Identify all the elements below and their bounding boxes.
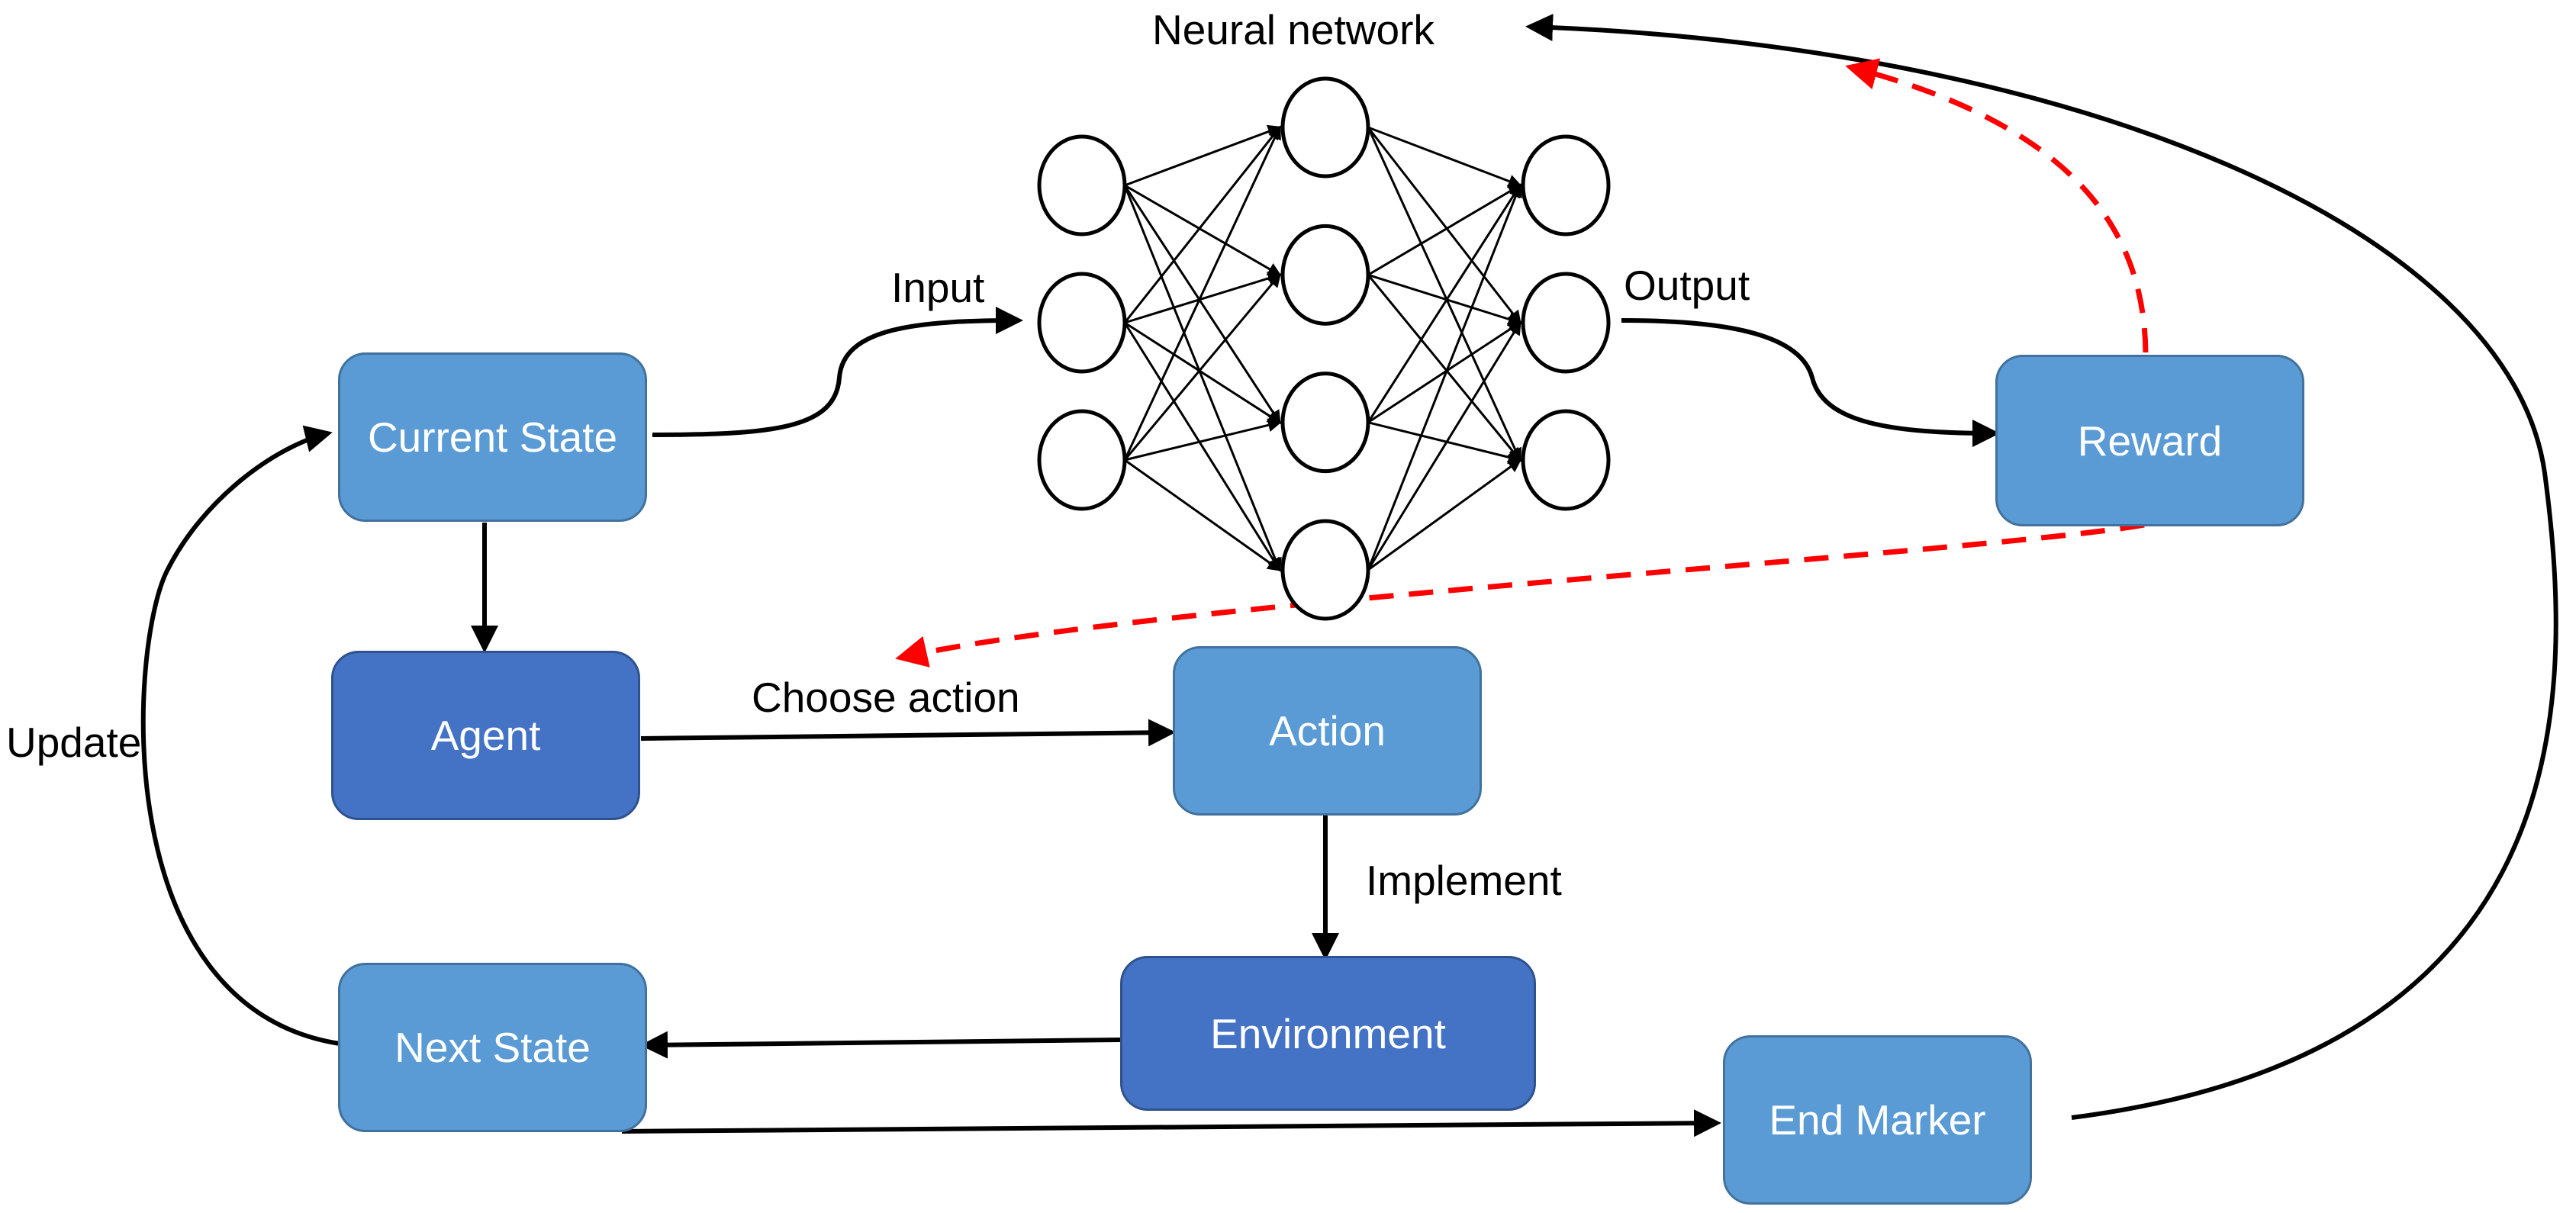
network-connection xyxy=(1367,274,1521,462)
environment-label: Environment xyxy=(1210,1009,1446,1057)
network-connection xyxy=(1367,458,1522,571)
edge-agent-to-action xyxy=(640,719,1176,747)
network-connection xyxy=(1124,418,1282,462)
current-state-node: Current State xyxy=(338,352,647,522)
network-connection xyxy=(1123,185,1281,425)
current-state-label: Current State xyxy=(367,413,618,461)
neuron-layer-2-4 xyxy=(1280,519,1370,621)
action-label: Action xyxy=(1269,707,1386,755)
update-label: Update xyxy=(6,719,142,766)
edge-end-marker-to-network xyxy=(1525,14,2558,1120)
neural-network-label: Neural network xyxy=(1152,6,1435,53)
network-connection xyxy=(1124,321,1282,424)
neuron-layer-2-1 xyxy=(1280,76,1370,179)
input-label: Input xyxy=(891,264,985,311)
action-node: Action xyxy=(1173,646,1482,816)
edge-update-loop xyxy=(140,425,340,1046)
network-connection xyxy=(1367,273,1522,327)
network-connection xyxy=(1367,126,1522,188)
network-connection xyxy=(1123,322,1281,572)
reward-label: Reward xyxy=(2077,417,2223,465)
neuron-layer-1-2 xyxy=(1037,272,1127,374)
neuron-layer-1-1 xyxy=(1037,134,1127,236)
choose-action-label: Choose action xyxy=(752,674,1020,721)
network-connection xyxy=(1124,458,1282,571)
edge-environment-to-next-state xyxy=(640,1031,1121,1059)
network-neurons xyxy=(1037,76,1611,621)
network-connection xyxy=(1124,272,1282,324)
output-label: Output xyxy=(1624,262,1750,309)
reward-node: Reward xyxy=(1995,355,2304,526)
agent-node: Agent xyxy=(331,651,640,820)
neuron-layer-3-1 xyxy=(1521,134,1611,236)
neuron-layer-3-3 xyxy=(1521,409,1611,511)
edge-reward-feedback-to-agent xyxy=(895,522,2145,668)
next-state-label: Next State xyxy=(394,1024,591,1071)
environment-node: Environment xyxy=(1120,956,1536,1111)
end-marker-label: End Marker xyxy=(1769,1096,1986,1144)
network-connection xyxy=(1367,183,1522,571)
implement-label: Implement xyxy=(1366,857,1562,904)
network-connection xyxy=(1124,184,1282,276)
network-connection xyxy=(1123,273,1281,461)
network-connection xyxy=(1124,124,1282,187)
neuron-layer-3-2 xyxy=(1521,272,1611,374)
network-connection xyxy=(1367,320,1521,571)
network-connection xyxy=(1367,127,1521,325)
neuron-layer-2-3 xyxy=(1280,372,1370,474)
network-connection xyxy=(1367,127,1521,462)
end-marker-node: End Marker xyxy=(1723,1035,2032,1205)
neuron-layer-1-3 xyxy=(1037,409,1127,511)
network-connection xyxy=(1123,125,1281,323)
neuron-layer-2-2 xyxy=(1280,224,1370,326)
network-connection xyxy=(1367,183,1521,423)
next-state-node: Next State xyxy=(338,963,647,1132)
edge-next-state-to-end-marker xyxy=(621,1109,1721,1137)
network-connections xyxy=(1123,124,1522,572)
network-connection xyxy=(1367,421,1522,465)
network-connection xyxy=(1123,185,1282,572)
edge-network-to-reward xyxy=(1621,318,2000,447)
edge-reward-feedback-to-network xyxy=(1845,58,2149,353)
network-connection xyxy=(1367,321,1522,423)
network-connection xyxy=(1367,184,1522,276)
edge-current-state-to-network xyxy=(652,307,1023,437)
network-connection xyxy=(1123,125,1281,461)
agent-label: Agent xyxy=(430,712,541,759)
